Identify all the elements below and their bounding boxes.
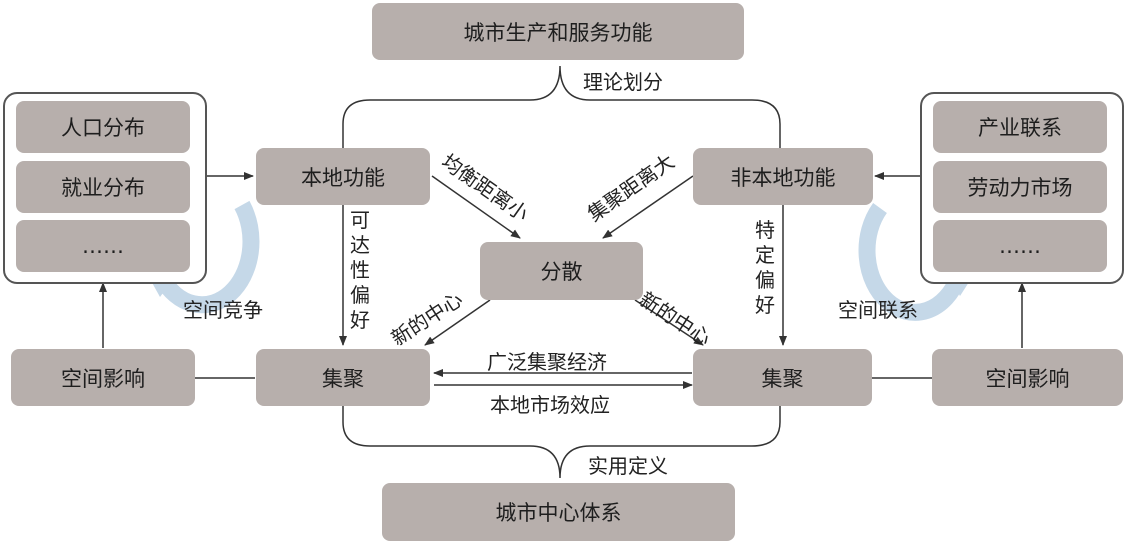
urban-functions-box: 城市生产和服务功能: [372, 3, 744, 60]
population-distribution-box: 人口分布: [16, 101, 190, 153]
left-agglomeration-box: 集聚: [256, 349, 430, 406]
labor-market-box: 劳动力市场: [933, 161, 1107, 213]
space-competition-label: 空间竞争: [183, 298, 263, 322]
nonlocal-function-box: 非本地功能: [693, 148, 873, 205]
practical-definition-label: 实用定义: [588, 454, 668, 478]
left-spatial-impact-box: 空间影响: [11, 349, 195, 406]
space-connection-label: 空间联系: [838, 298, 918, 322]
theory-division-label: 理论划分: [583, 70, 663, 94]
employment-distribution-box: 就业分布: [16, 161, 190, 213]
practice-brace: [342, 406, 781, 479]
urban-center-system-box: 城市中心体系: [382, 483, 735, 541]
accessibility-preference-label: 可达性偏好: [350, 208, 370, 332]
theory-brace: [342, 65, 781, 148]
right-spatial-impact-box: 空间影响: [932, 349, 1123, 406]
specific-preference-label: 特定偏好: [755, 218, 775, 317]
right-ellipsis-box: ……: [933, 220, 1107, 272]
broad-agglomeration-economies-label: 广泛集聚经济: [487, 350, 607, 374]
left-ellipsis-box: ……: [16, 220, 190, 272]
home-market-effect-label: 本地市场效应: [490, 393, 610, 417]
right-agglomeration-box: 集聚: [693, 349, 872, 406]
industrial-linkage-box: 产业联系: [933, 101, 1107, 153]
local-function-box: 本地功能: [256, 148, 430, 205]
dispersion-box: 分散: [480, 242, 643, 300]
